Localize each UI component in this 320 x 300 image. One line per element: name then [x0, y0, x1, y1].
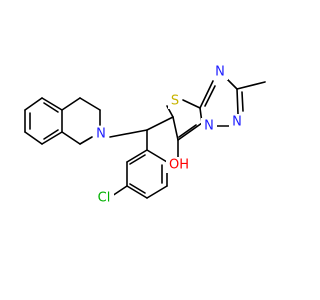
- svg-text:N: N: [96, 127, 106, 142]
- atom-sulfur: S: [168, 93, 182, 109]
- thiazole-ring: [166, 99, 203, 141]
- atom-nitrogen-triazole-top: N: [212, 64, 228, 80]
- piperidine-ring: [61, 97, 101, 145]
- chlorophenyl-ring: [111, 149, 168, 199]
- svg-text:OH: OH: [169, 158, 189, 173]
- atom-nitrogen-ring: N: [93, 126, 109, 142]
- atom-nitrogen-triazole-right: N: [229, 114, 245, 130]
- svg-text:S: S: [171, 94, 179, 109]
- svg-text:N: N: [232, 115, 242, 130]
- atom-chlorine: Cl: [94, 190, 114, 206]
- svg-text:N: N: [215, 65, 225, 80]
- molecule-structure: S N N N N OH Cl: [24, 64, 266, 206]
- benzo-ring: [24, 97, 63, 145]
- bond-n-ch: [109, 129, 148, 138]
- atom-nitrogen-bridge: N: [201, 118, 217, 134]
- bond-ch-thiazole: [146, 116, 174, 131]
- svg-text:N: N: [204, 119, 214, 134]
- svg-text:Cl: Cl: [98, 191, 111, 206]
- atom-hydroxyl: OH: [166, 157, 192, 173]
